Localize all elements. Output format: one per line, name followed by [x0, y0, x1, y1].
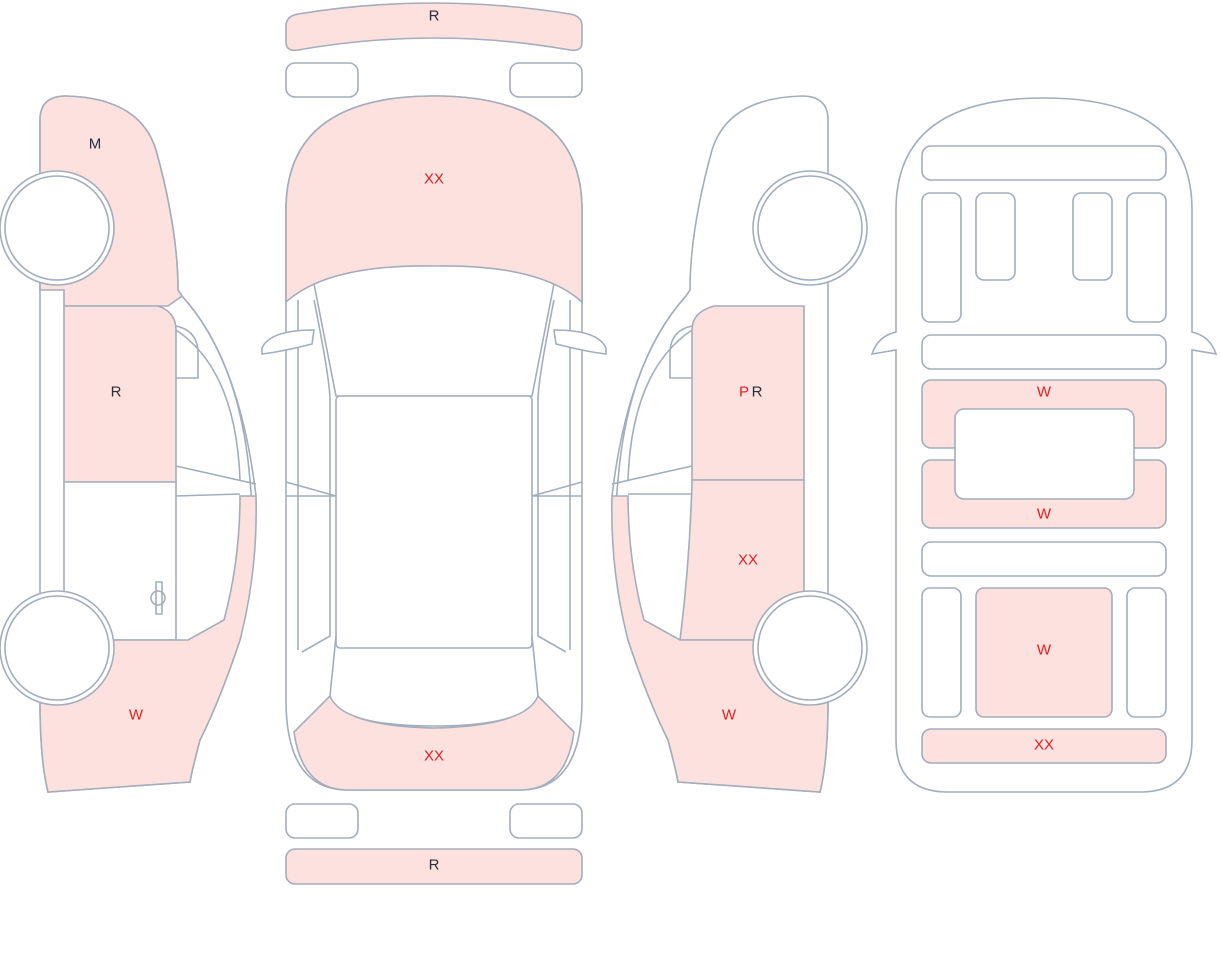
roof [335, 395, 533, 649]
left-belt-line [175, 465, 257, 497]
left-front-fender-code: M [89, 136, 102, 153]
right-front-door[interactable] [691, 305, 805, 481]
floor-front-code: W [1037, 384, 1052, 401]
left-taillight [285, 803, 359, 839]
left-rear-quarter[interactable] [39, 495, 257, 793]
left-rear-wheel-rim [4, 595, 110, 701]
right-rear-quarter-code: W [722, 707, 737, 724]
top-view: R XX XX R [261, 2, 607, 885]
right-rear-wheel-rim [757, 595, 863, 701]
right-rear-door-code: XX [738, 552, 758, 569]
left-a-pillar [181, 295, 257, 497]
rear-member-code: XX [1034, 737, 1054, 754]
rear-member[interactable] [921, 728, 1167, 764]
hood-code: XX [424, 171, 444, 188]
left-front-wheel-rim [4, 175, 110, 281]
trunk[interactable] [293, 694, 575, 791]
left-mirror [175, 325, 199, 379]
hood[interactable] [285, 95, 583, 304]
floor-mid-code: W [1037, 506, 1052, 523]
rear-right-rail [1126, 587, 1167, 718]
underbody-view: W W W XX [870, 97, 1218, 793]
right-taillight [509, 803, 583, 839]
right-b-pillar [531, 481, 583, 497]
right-rear-quarter[interactable] [611, 495, 829, 793]
front-left-rail [921, 192, 962, 323]
rear-crossmember [921, 541, 1167, 577]
front-right-rail [1126, 192, 1167, 323]
front-right-inner [1072, 192, 1113, 281]
floor-center-panel [954, 408, 1135, 500]
right-front-door-code-dark: R [752, 384, 763, 401]
right-a-pillar [611, 295, 687, 497]
left-side-view: M R W [0, 95, 257, 793]
left-door-handle [155, 581, 163, 615]
left-window-line [175, 329, 241, 481]
front-bumper-code: R [429, 8, 440, 25]
left-rear-quarter-code: W [129, 707, 144, 724]
left-headlight [285, 62, 359, 98]
right-side-rail [537, 299, 571, 653]
rear-bumper[interactable] [285, 848, 583, 885]
front-bumper[interactable] [285, 2, 583, 52]
right-front-wheel-rim [757, 175, 863, 281]
spare-well[interactable] [975, 587, 1113, 718]
right-mirror [669, 325, 693, 379]
right-window-line [627, 329, 693, 481]
left-mirror-top [261, 329, 315, 355]
left-front-door-code: R [111, 384, 122, 401]
right-front-door-code-red: P [739, 384, 749, 401]
right-mirror-top [553, 329, 607, 355]
spare-well-code: W [1037, 642, 1052, 659]
left-fuel-cap [150, 590, 166, 606]
front-left-inner [975, 192, 1016, 281]
trunk-code: XX [424, 748, 444, 765]
right-headlight [509, 62, 583, 98]
rear-bumper-code: R [429, 857, 440, 874]
right-belt-line [611, 465, 693, 495]
left-b-pillar [285, 481, 337, 497]
right-side-view: P R XX W [611, 95, 868, 793]
front-crossmember [921, 145, 1167, 181]
left-side-rail [297, 299, 331, 653]
left-front-door[interactable] [63, 305, 177, 483]
mid-crossmember [921, 334, 1167, 370]
rear-left-rail [921, 587, 962, 718]
